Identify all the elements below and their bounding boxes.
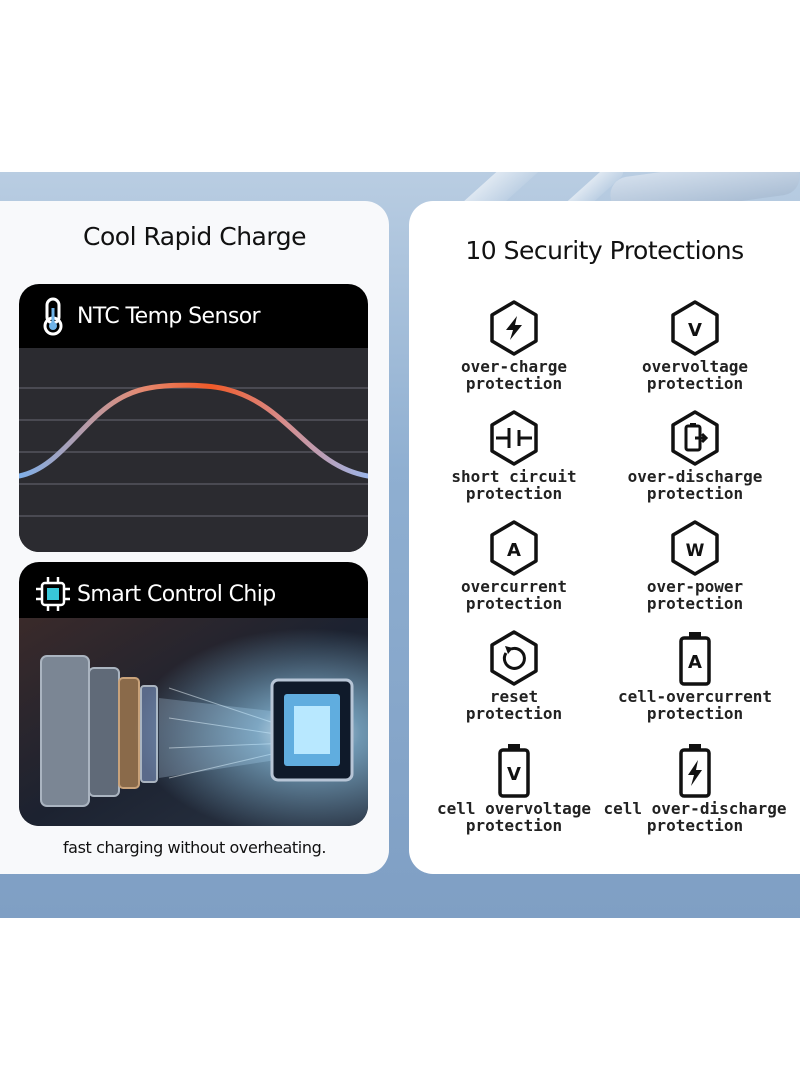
protection-item: cell over-discharge protection bbox=[600, 740, 790, 834]
battery-a-icon: A bbox=[679, 632, 711, 686]
protection-item: V overvoltage protection bbox=[600, 298, 790, 392]
smart-chip-illustration bbox=[19, 618, 368, 826]
chip-image bbox=[270, 678, 354, 782]
protection-item: A overcurrent protection bbox=[419, 518, 609, 612]
svg-text:V: V bbox=[688, 320, 702, 341]
protection-item: over-charge protection bbox=[419, 298, 609, 392]
temperature-curve-graph bbox=[19, 348, 368, 552]
protection-item: reset protection bbox=[419, 628, 609, 722]
chip-panel-label: Smart Control Chip bbox=[77, 581, 276, 607]
w-hexagon-icon: W bbox=[671, 520, 719, 576]
left-card-caption: fast charging without overheating. bbox=[62, 838, 327, 857]
discharge-hexagon-icon bbox=[671, 410, 719, 466]
thermometer-icon bbox=[43, 297, 63, 336]
protection-item: short circuit protection bbox=[419, 408, 609, 502]
battery-v-icon: V bbox=[498, 744, 530, 798]
ntc-panel-label: NTC Temp Sensor bbox=[77, 303, 261, 329]
chip-panel: Smart Control Chip bbox=[19, 562, 368, 826]
security-protections-card bbox=[409, 201, 800, 874]
reset-hexagon-icon bbox=[490, 630, 538, 686]
ntc-panel-header: NTC Temp Sensor bbox=[19, 284, 368, 348]
protection-item: over-discharge protection bbox=[600, 408, 790, 502]
protection-item: W over-power protection bbox=[600, 518, 790, 612]
chip-panel-header: Smart Control Chip bbox=[19, 562, 368, 626]
right-card-title: 10 Security Protections bbox=[465, 236, 744, 265]
circuit-hexagon-icon bbox=[490, 410, 538, 466]
a-hexagon-icon: A bbox=[490, 520, 538, 576]
svg-text:A: A bbox=[507, 540, 521, 561]
svg-text:A: A bbox=[688, 652, 702, 673]
battery-lightning-icon bbox=[679, 744, 711, 798]
svg-text:W: W bbox=[686, 541, 705, 561]
ntc-panel: NTC Temp Sensor bbox=[19, 284, 368, 552]
lightning-hexagon-icon bbox=[490, 300, 538, 356]
protection-item: V cell overvoltage protection bbox=[419, 740, 609, 834]
v-hexagon-icon: V bbox=[671, 300, 719, 356]
svg-text:V: V bbox=[507, 764, 521, 785]
left-card-title: Cool Rapid Charge bbox=[83, 222, 306, 251]
protection-item: A cell-overcurrent protection bbox=[600, 628, 790, 722]
chip-icon bbox=[36, 577, 70, 611]
temperature-curve bbox=[19, 382, 368, 479]
